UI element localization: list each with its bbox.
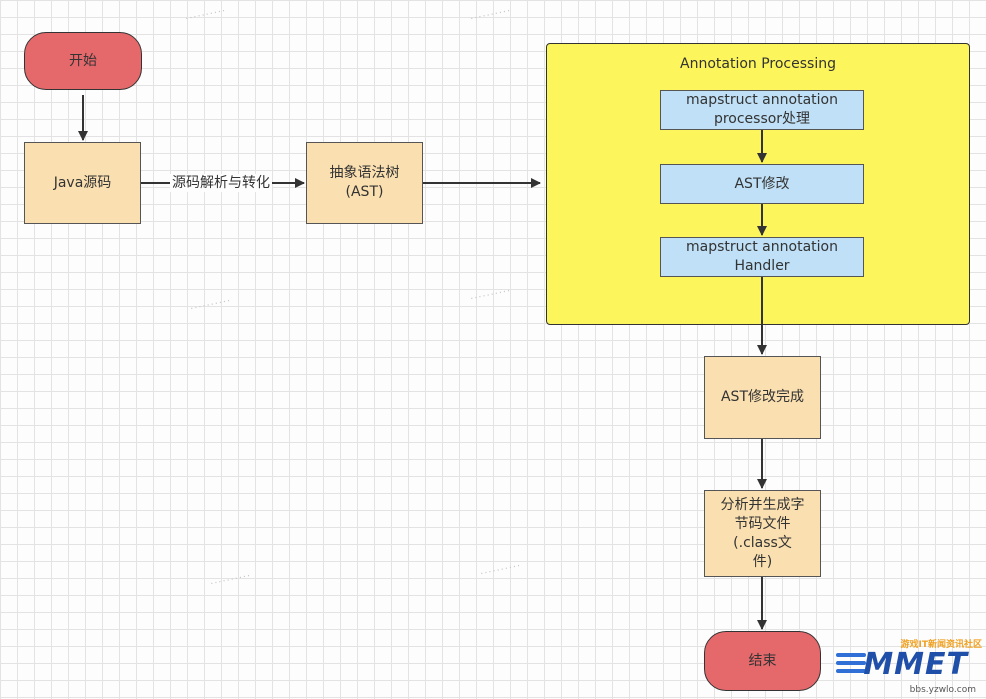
java-source-label: Java源码 bbox=[53, 174, 112, 191]
logo-url: bbs.yzwlo.com bbox=[909, 685, 976, 695]
edge-label-parse: 源码解析与转化 bbox=[170, 174, 272, 192]
site-logo: 游戏IT新闻资讯社区 MMET bbs.yzwlo.com bbox=[832, 637, 982, 695]
step-processor-label: mapstruct annotation processor处理 bbox=[686, 92, 838, 127]
end-node: 结束 bbox=[704, 631, 821, 691]
logo-brand: MMET bbox=[863, 647, 968, 682]
end-label: 结束 bbox=[748, 652, 777, 669]
ast-done-label: AST修改完成 bbox=[720, 389, 804, 405]
logo-tagline: 游戏IT新闻资讯社区 bbox=[900, 640, 983, 650]
ast-label: 抽象语法树 (AST) bbox=[329, 165, 400, 200]
step-handler: mapstruct annotation Handler bbox=[660, 237, 864, 277]
step-processor: mapstruct annotation processor处理 bbox=[660, 90, 864, 130]
start-node: 开始 bbox=[24, 32, 142, 90]
ast-node: 抽象语法树 (AST) bbox=[306, 142, 423, 224]
ast-done-node: AST修改完成 bbox=[704, 356, 821, 439]
group-title: Annotation Processing bbox=[680, 56, 836, 72]
step-handler-label: mapstruct annotation Handler bbox=[686, 239, 838, 274]
step-ast-modify: AST修改 bbox=[660, 164, 864, 204]
java-source-node: Java源码 bbox=[24, 142, 141, 224]
start-label: 开始 bbox=[69, 52, 97, 69]
step-ast-modify-label: AST修改 bbox=[734, 175, 790, 192]
bytecode-label: 分析并生成字 节码文件 (.class文 件) bbox=[720, 496, 805, 570]
bytecode-node: 分析并生成字 节码文件 (.class文 件) bbox=[704, 490, 821, 577]
logo-speed-bars-icon bbox=[836, 653, 866, 681]
